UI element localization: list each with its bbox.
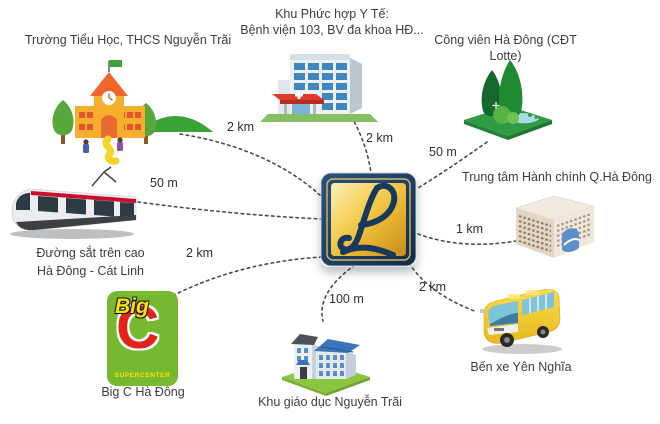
label-railway-line1: Đường sắt trên cao [36,246,145,260]
distance-medical: 2 km [366,131,394,145]
bigc-logo-word-big: Big [115,295,149,318]
medical-cross-icon [295,91,303,99]
label-railway: Đường sắt trên cao Hà Đông - Cát Linh [8,244,173,280]
logo-letter-p [337,182,398,258]
school-building-icon [280,317,372,397]
office-building-icon [502,188,606,263]
tram-icon [4,166,146,242]
school-icon [48,58,216,165]
connector-bus [408,262,478,313]
label-medical-line2: Bệnh viện 103, BV đa khoa HĐ... [240,23,424,37]
label-education: Khu giáo dục Nguyễn Trãi [258,395,402,409]
bus-icon [474,283,574,361]
distance-park: 50 m [429,145,457,159]
connector-school [179,133,322,197]
connector-education [321,264,356,322]
distance-bigc: 2 km [186,246,214,260]
connector-bigc [171,256,323,297]
label-school: Trường Tiểu Học, THCS Nguyễn Trãi [24,33,232,47]
connector-admin [417,233,517,246]
bigc-logo: C Big SUPERCENTER [107,291,178,386]
label-bus: Bến xe Yên Nghĩa [470,360,572,374]
hospital-icon [258,46,386,128]
distance-education: 100 m [329,292,364,306]
label-park: Công viên Hà Đông (CĐT Lotte) [434,33,577,63]
label-medical: Khu Phức hợp Y Tế: Bệnh viện 103, BV đa … [222,6,442,38]
distance-admin: 1 km [456,222,484,236]
connector-park [417,141,488,189]
label-admin: Trung tâm Hành chính Q.Hà Đông [462,170,652,184]
label-medical-line1: Khu Phức hợp Y Tế: [275,7,389,21]
bigc-logo-supercenter: SUPERCENTER [114,372,171,379]
distance-school: 2 km [227,120,255,134]
park-icon [462,54,554,142]
bigc-logo-letter-c: C [116,294,160,361]
project-logo [320,172,417,267]
label-bigc: Big C Hà Đông [101,385,185,399]
connector-railway [137,201,323,220]
distance-bus: 2 km [419,280,447,294]
label-railway-line2: Hà Đông - Cát Linh [36,264,144,278]
distance-railway: 50 m [150,176,178,190]
